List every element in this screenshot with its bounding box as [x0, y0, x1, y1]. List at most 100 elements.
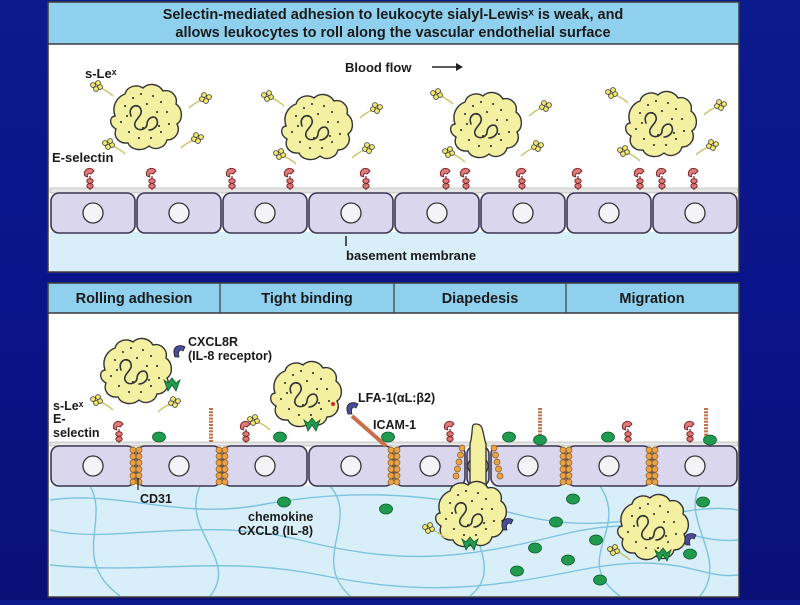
stage-tight-binding: Tight binding — [261, 291, 353, 307]
cd31-bead — [221, 478, 229, 486]
cd31-bead — [490, 444, 498, 452]
chemokine-dot — [561, 554, 575, 566]
bottom-e-label: E- — [53, 412, 66, 426]
cd31-bead — [221, 453, 229, 460]
stage-migration: Migration — [619, 291, 684, 307]
cd31-bead — [135, 472, 143, 479]
blood-flow-arrow-icon — [432, 63, 463, 71]
cd31-bead — [492, 451, 499, 459]
diapedesis-leukocyte-neck — [469, 423, 487, 487]
cd31-bead — [221, 472, 229, 479]
cell-nucleus — [168, 455, 190, 477]
cd31-bead — [495, 465, 502, 473]
cd31-bead — [565, 453, 573, 460]
cd31-bead — [565, 478, 573, 486]
cd31-bead — [129, 459, 137, 467]
blood-flow-label: Blood flow — [345, 60, 412, 75]
cd31-bead — [559, 478, 567, 486]
cd31-bead — [393, 453, 401, 460]
cd31-bead — [496, 472, 504, 480]
cd31-bead — [221, 446, 229, 454]
cd31-bead — [215, 472, 223, 479]
cd31-bead — [215, 465, 223, 473]
cd31-bead — [651, 478, 659, 486]
chemokine-dot — [703, 434, 717, 446]
cell-nucleus — [684, 202, 706, 224]
chemokine-dot — [589, 534, 603, 546]
cd31-bead — [387, 472, 395, 479]
cd31-bead — [393, 472, 401, 479]
cd31-bead — [135, 465, 143, 473]
basement-membrane-band — [50, 232, 738, 271]
cd31-bead — [493, 458, 501, 466]
cd31-bead — [393, 478, 401, 486]
chemokine-dot — [381, 431, 395, 443]
cd31-bead — [135, 453, 143, 460]
cd31-bead — [651, 465, 659, 473]
cd31-bead — [565, 446, 573, 454]
cd31-bead — [457, 451, 464, 459]
cd31-bead — [215, 459, 223, 467]
cell-nucleus — [517, 455, 539, 477]
chemokine-dot — [528, 542, 542, 554]
eselectin-label: E-selectin — [52, 150, 113, 165]
cd31-bead — [645, 453, 653, 460]
cd31-bead — [387, 453, 395, 460]
cd31-bead — [387, 459, 395, 467]
top-title-band — [47, 1, 740, 45]
chemokine-dot — [277, 496, 291, 508]
cd31-bead — [458, 444, 466, 452]
cell-nucleus — [598, 202, 620, 224]
cd31-bead — [215, 478, 223, 486]
chemokine-label: chemokine — [248, 510, 313, 524]
cd31-bead — [454, 465, 461, 473]
chemokine-dot — [533, 434, 547, 446]
cell-nucleus — [426, 202, 448, 224]
cd31-bead — [129, 478, 137, 486]
chemokine-dot — [696, 496, 710, 508]
top-panel: Selectin-mediated adhesion to leukocyte … — [47, 1, 740, 273]
cd31-bead — [645, 465, 653, 473]
chemokine-dot — [566, 493, 580, 505]
icam1-rod — [350, 414, 388, 448]
cd31-bead — [651, 459, 659, 467]
top-endothelial-cells — [50, 192, 738, 234]
cd31-bead — [559, 459, 567, 467]
chemokine-dot — [510, 565, 524, 577]
chemokine-dot — [601, 431, 615, 443]
cd31-bead — [387, 465, 395, 473]
stage-diapedesis: Diapedesis — [442, 291, 519, 307]
cell-nucleus — [340, 202, 362, 224]
chemokine-dot — [152, 431, 166, 443]
cd31-bead — [135, 478, 143, 486]
cd31-bead — [135, 446, 143, 454]
lfa1-label: LFA-1(αL:β2) — [358, 391, 435, 405]
cell-nucleus — [254, 202, 276, 224]
cd31-bead — [393, 459, 401, 467]
glycocalyx-top — [49, 187, 739, 194]
cd31-label: CD31 — [140, 492, 172, 506]
cd31-bead — [559, 453, 567, 460]
cd31-bead — [393, 446, 401, 454]
cell-nucleus — [168, 202, 190, 224]
cxcl8-label: CXCL8 (IL-8) — [238, 524, 313, 538]
cd31-bead — [129, 465, 137, 473]
cd31-bead — [645, 446, 653, 454]
il8-receptor-label: (IL-8 receptor) — [188, 349, 272, 363]
chemokine-dot — [502, 431, 516, 443]
cd31-bead — [565, 465, 573, 473]
cd31-bead — [221, 459, 229, 467]
chemokine-dot — [683, 548, 697, 560]
cd31-bead — [651, 472, 659, 479]
cd31-bead — [651, 446, 659, 454]
cd31-bead — [215, 453, 223, 460]
cd31-bead — [455, 458, 463, 466]
cd31-bead — [129, 472, 137, 479]
cd31-bead — [645, 472, 653, 479]
top-title-line1: Selectin-mediated adhesion to leukocyte … — [163, 7, 624, 23]
cd31-bead — [645, 478, 653, 486]
cell-nucleus — [419, 455, 441, 477]
slex-label: s-Leˣ — [85, 66, 117, 81]
cd31-bead — [559, 465, 567, 473]
